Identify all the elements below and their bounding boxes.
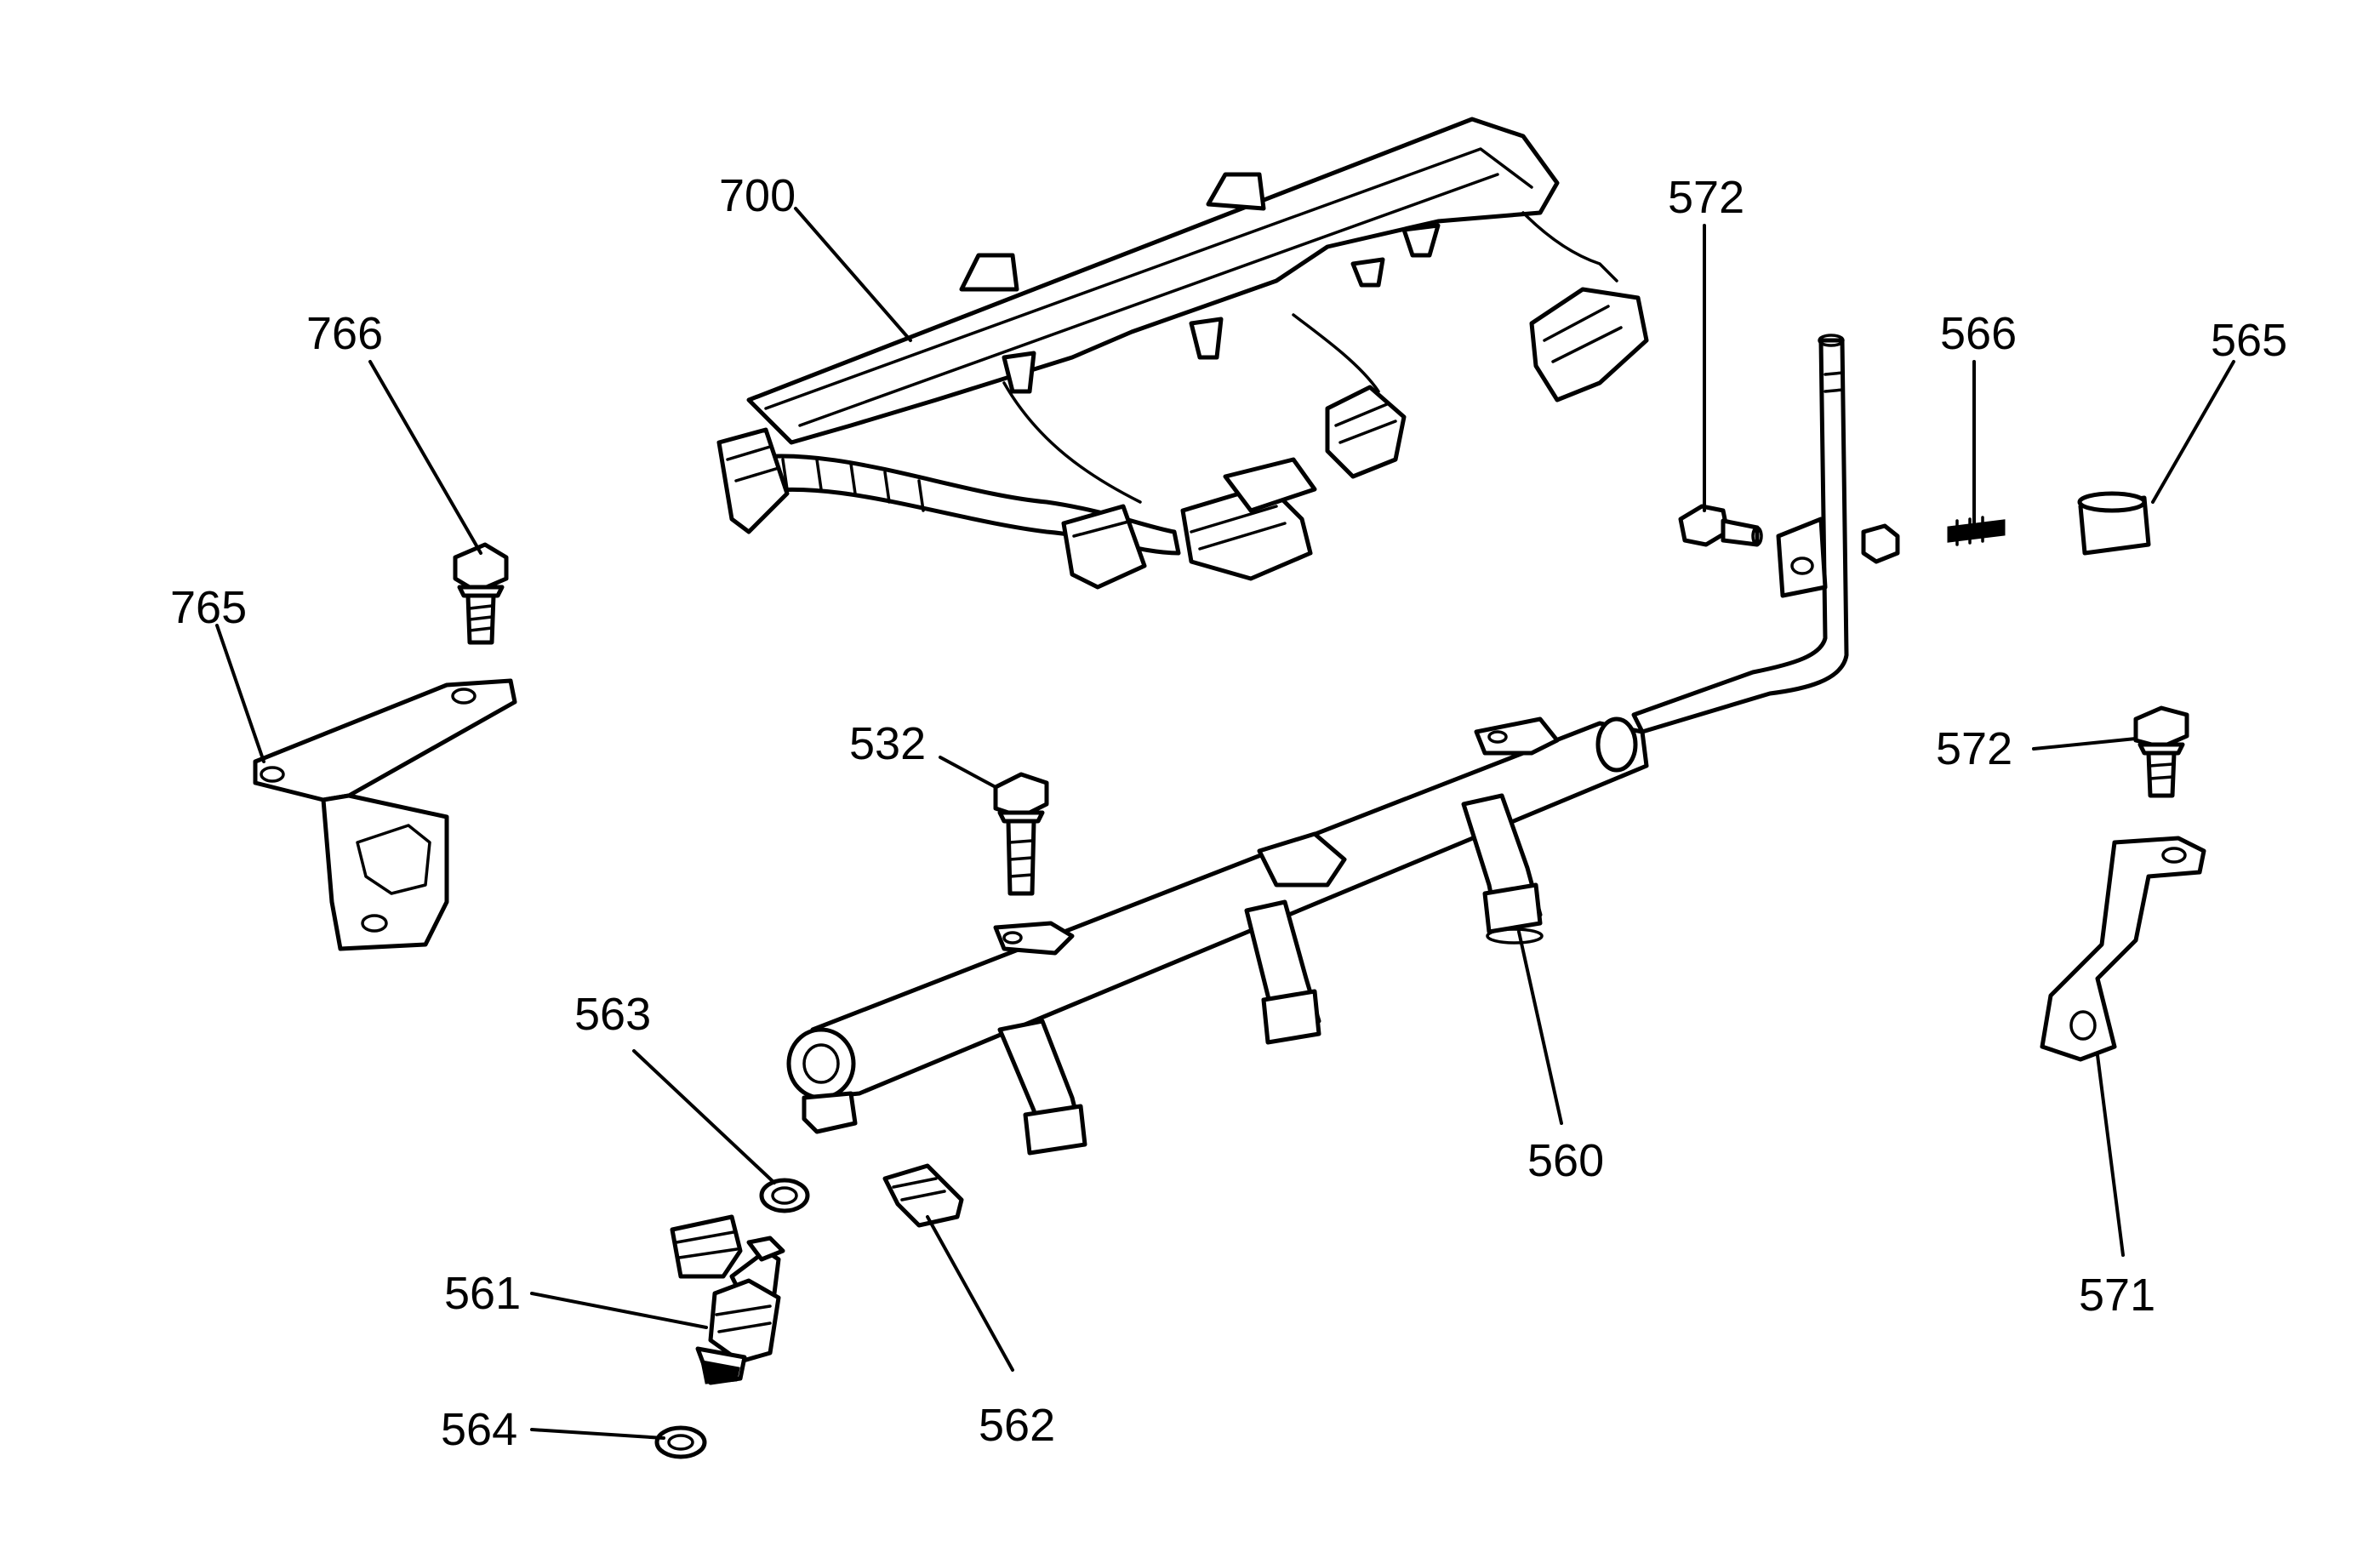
callout-572-lower: 572 (1936, 723, 2012, 774)
callout-566: 566 (1940, 308, 2017, 359)
callout-563: 563 (574, 989, 651, 1040)
o-ring-564 (654, 1425, 707, 1459)
leader-lines (215, 207, 2235, 1440)
callout-571: 571 (2079, 1270, 2155, 1321)
callout-572-upper: 572 (1668, 172, 1744, 223)
bolt-572-lower (2133, 705, 2189, 798)
valve-566 (1947, 516, 2006, 546)
callout-766: 766 (306, 308, 383, 359)
callout-565: 565 (2211, 315, 2287, 366)
callout-765: 765 (170, 582, 247, 633)
callout-labels: 700 766 765 572 566 565 532 572 563 560 … (170, 170, 2287, 1455)
callout-560: 560 (1527, 1135, 1604, 1186)
callout-561: 561 (444, 1268, 521, 1319)
retainer-clip-562 (882, 1163, 964, 1228)
bolt-572-upper (1678, 504, 1763, 547)
callout-700: 700 (719, 170, 796, 221)
cap-565 (2077, 491, 2151, 556)
bolt-766 (453, 542, 509, 645)
bolt-532 (993, 772, 1049, 896)
fuel-injector-561 (670, 1214, 785, 1385)
callout-564: 564 (441, 1404, 517, 1455)
fuel-rail-560 (786, 334, 1900, 1156)
bracket-571 (2040, 836, 2206, 1062)
callout-532: 532 (849, 718, 926, 769)
wiring-harness-700 (716, 117, 1649, 590)
o-ring-563 (759, 1178, 810, 1213)
callout-562: 562 (979, 1400, 1055, 1451)
bracket-765 (253, 678, 517, 951)
